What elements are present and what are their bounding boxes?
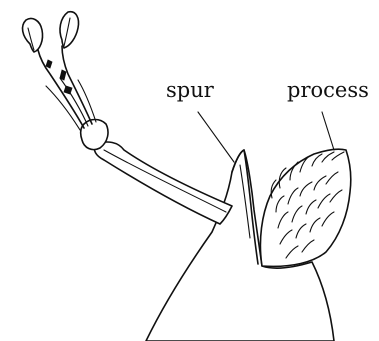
stamens [23,12,96,130]
spur-leader-line [198,112,234,162]
spur-label: spur [166,80,214,101]
collar [81,120,108,150]
process-structure [260,149,350,266]
process-leader-line [322,112,334,150]
stalk [94,142,232,224]
process-label: process [287,80,369,101]
